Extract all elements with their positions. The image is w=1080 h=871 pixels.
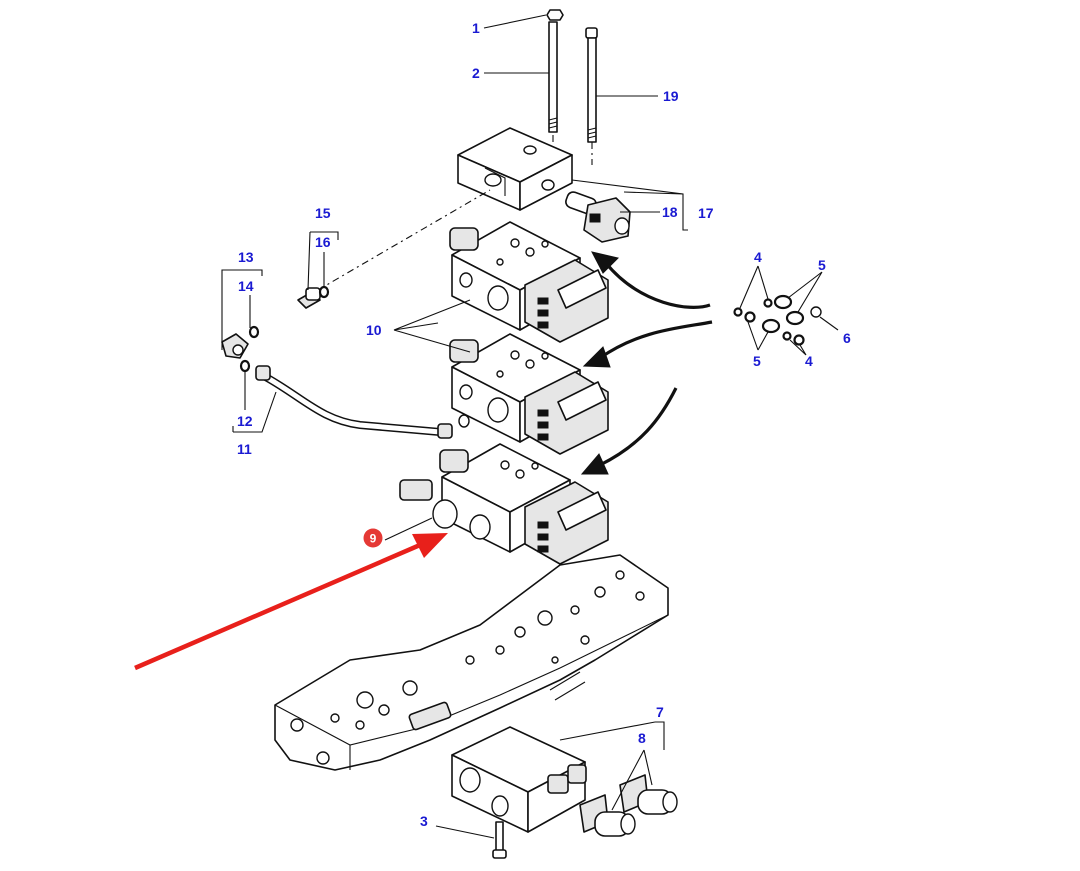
bolt-part-3 bbox=[492, 821, 507, 859]
callout-16: 16 bbox=[315, 234, 331, 250]
callout-18: 18 bbox=[662, 204, 678, 220]
callout-14: 14 bbox=[238, 278, 254, 294]
callout-19: 19 bbox=[663, 88, 679, 104]
valve-section-middle bbox=[449, 333, 609, 455]
assembly-arrows bbox=[580, 251, 713, 475]
seal-kit bbox=[733, 294, 822, 346]
callout-2: 2 bbox=[472, 65, 480, 81]
valve-part-7 bbox=[451, 726, 587, 833]
nut-part-1 bbox=[546, 9, 564, 21]
manifold-plate bbox=[274, 554, 669, 771]
callout-3: 3 bbox=[420, 813, 428, 829]
callout-6: 6 bbox=[843, 330, 851, 346]
callout-1: 1 bbox=[472, 20, 480, 36]
sensor-part-18 bbox=[565, 191, 631, 243]
end-cover-block bbox=[457, 127, 573, 211]
callout-11: 11 bbox=[237, 441, 252, 457]
bolt-assembly-top bbox=[546, 9, 598, 165]
callout-8: 8 bbox=[638, 730, 646, 746]
highlight-badge-circle bbox=[363, 528, 383, 548]
bolt-part-19 bbox=[587, 37, 597, 143]
callout-labels: 1 2 3 4 4 5 5 6 7 8 10 11 12 13 14 15 16… bbox=[237, 20, 851, 829]
valve-section-lower-highlighted bbox=[399, 443, 609, 565]
callout-12: 12 bbox=[237, 413, 253, 429]
fittings-and-pipe bbox=[221, 285, 470, 439]
highlight-arrow bbox=[134, 533, 448, 671]
callout-5-upper: 5 bbox=[818, 257, 826, 273]
valve-section-upper bbox=[449, 221, 609, 343]
callout-15: 15 bbox=[315, 205, 331, 221]
highlight-badge: 9 bbox=[363, 528, 383, 548]
leader-lines bbox=[221, 14, 839, 839]
solenoid-part-8 bbox=[579, 774, 678, 837]
callout-4-lower: 4 bbox=[805, 353, 813, 369]
callout-4-upper: 4 bbox=[754, 249, 762, 265]
callout-10: 10 bbox=[366, 322, 382, 338]
bolt-part-2 bbox=[548, 21, 558, 133]
callout-13: 13 bbox=[238, 249, 254, 265]
highlight-badge-label: 9 bbox=[370, 532, 377, 546]
callout-5-lower: 5 bbox=[753, 353, 761, 369]
callout-7: 7 bbox=[656, 704, 664, 720]
callout-17: 17 bbox=[698, 205, 714, 221]
